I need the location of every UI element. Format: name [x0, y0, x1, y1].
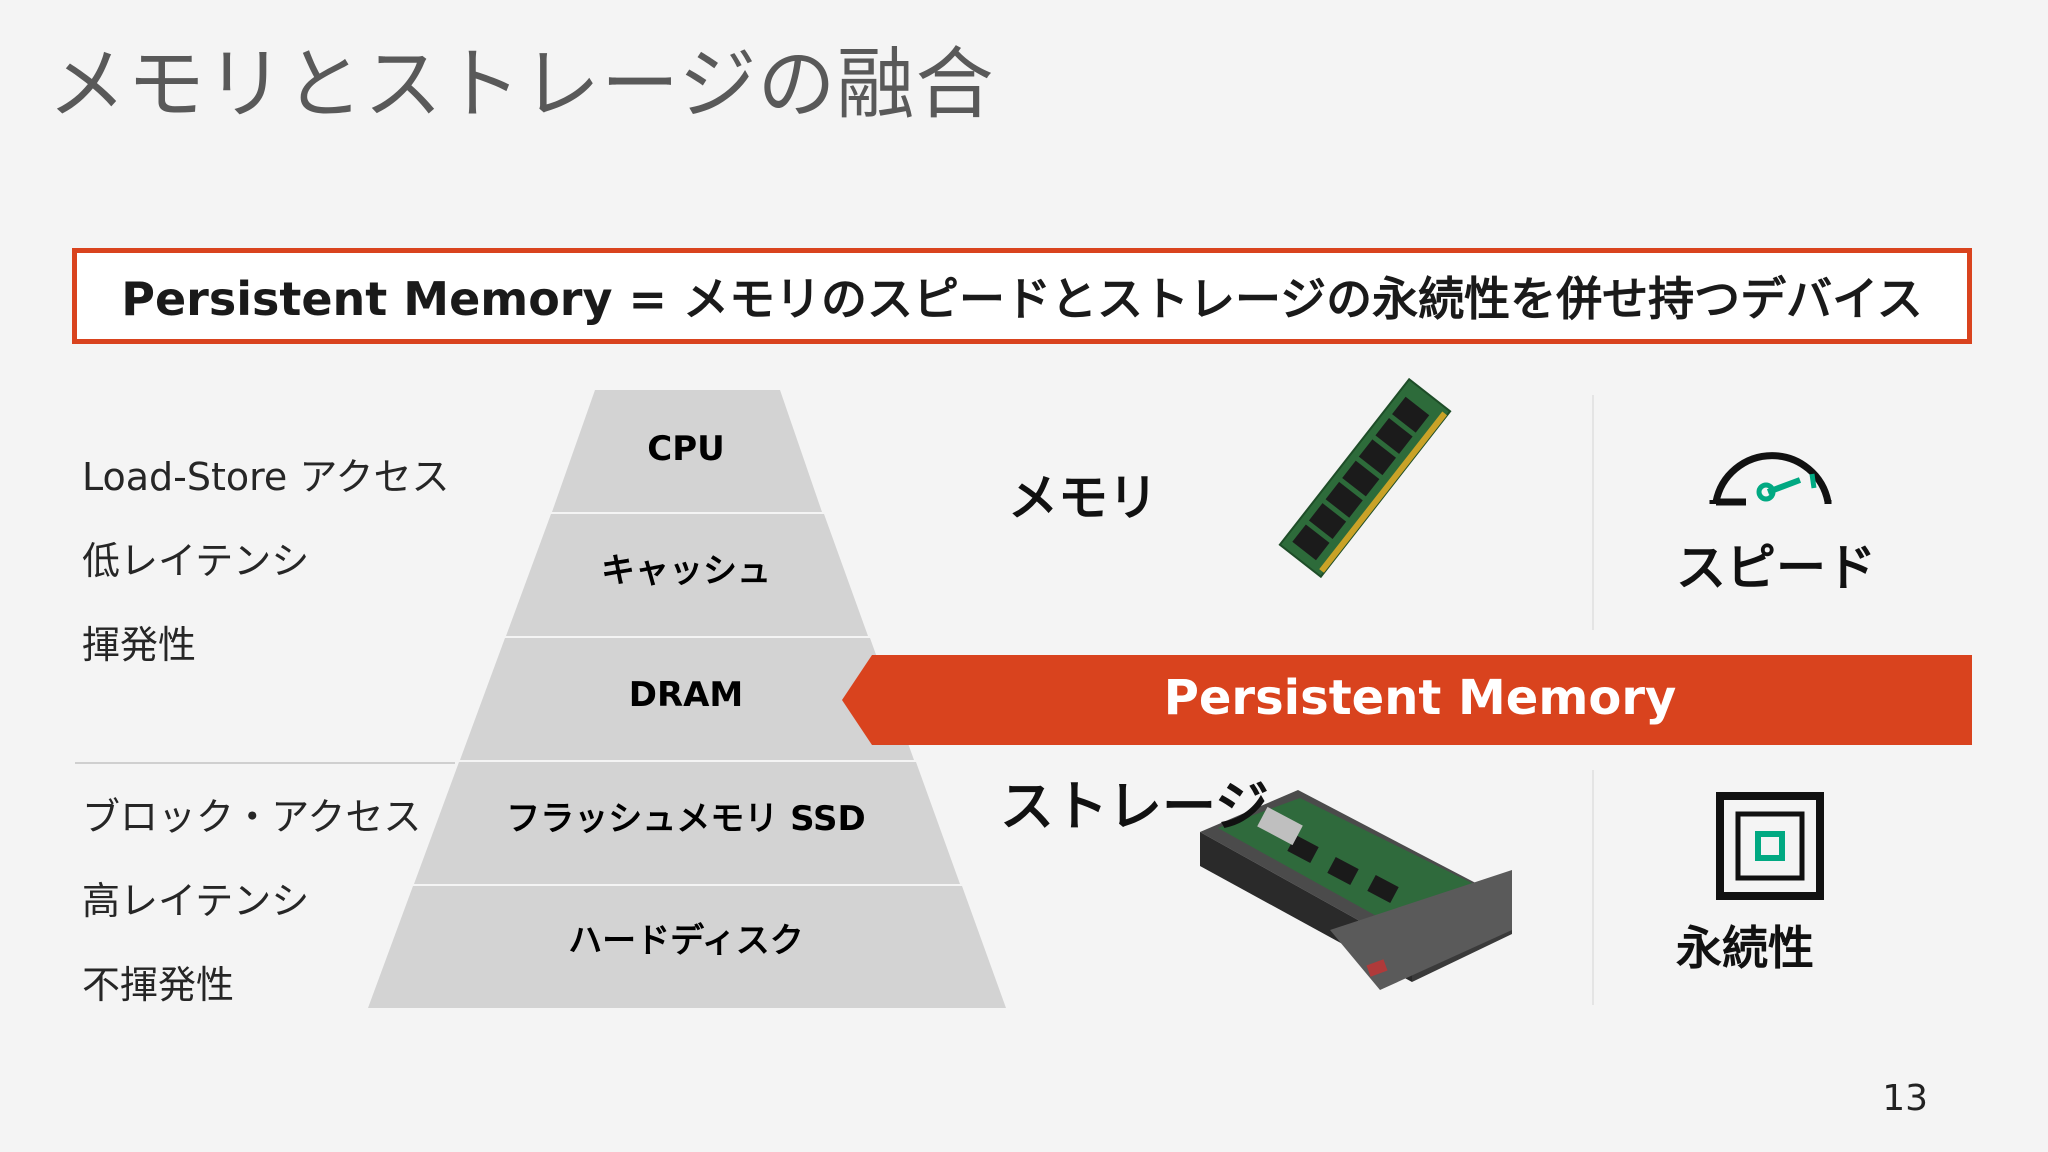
persistent-memory-label: Persistent Memory	[1163, 670, 1677, 726]
pyramid-tier-ssd	[414, 762, 960, 884]
pyramid-label-cpu: CPU	[647, 429, 724, 469]
pyramid-tier-dram	[460, 638, 914, 760]
definition-box: Persistent Memory = メモリのスピードとストレージの永続性を併…	[72, 248, 1972, 344]
storage-trait-access: ブロック・アクセス	[82, 795, 422, 839]
slide-title: メモリとストレージの融合	[48, 40, 995, 130]
pyramid-label-ssd: フラッシュメモリ SSD	[506, 799, 866, 839]
memory-trait-volatility: 揮発性	[82, 623, 197, 667]
column-divider-top	[1592, 395, 1594, 630]
memory-label: メモリ	[1008, 469, 1158, 527]
speedometer-icon	[1709, 452, 1832, 506]
storage-trait-volatility: 不揮発性	[82, 963, 235, 1007]
pyramid-tier-hdd	[368, 886, 1006, 1008]
pyramid-tier-cpu	[552, 390, 822, 512]
page-number: 13	[1882, 1078, 1928, 1119]
persistent-memory-arrow	[842, 655, 1972, 745]
ssd-drive-image	[1200, 790, 1512, 990]
pyramid-label-hdd: ハードディスク	[568, 921, 804, 961]
storage-trait-latency: 高レイテンシ	[82, 879, 310, 923]
pyramid-label-cache: キャッシュ	[601, 551, 771, 591]
memory-trait-latency: 低レイテンシ	[82, 539, 310, 583]
persistence-label: 永続性	[1676, 921, 1814, 975]
persistence-chip-icon	[1716, 792, 1824, 900]
storage-label: ストレージ	[1000, 775, 1269, 838]
column-divider-bottom	[1592, 770, 1594, 1005]
pyramid-tier-cache	[506, 514, 868, 636]
memory-trait-access: Load-Store アクセス	[82, 455, 450, 499]
traits-divider	[75, 762, 455, 764]
pyramid-label-dram: DRAM	[629, 675, 744, 715]
speed-label: スピード	[1676, 539, 1876, 597]
memory-module-image	[1278, 377, 1452, 579]
